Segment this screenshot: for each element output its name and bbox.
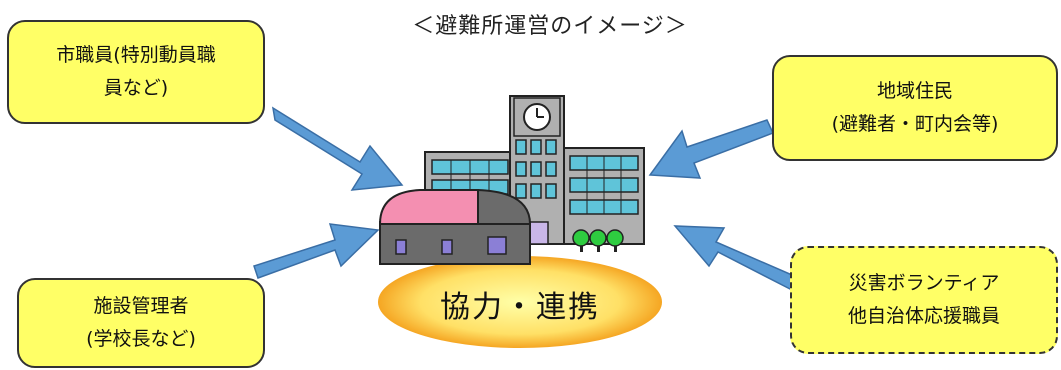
cooperation-ellipse (378, 256, 662, 348)
city-staff-box: 市職員(特別動員職 員など) (7, 20, 265, 124)
cooperation-label: 協力・連携 (440, 290, 600, 325)
arrow-from-facility-manager (253, 223, 380, 279)
facility-manager-line1: 施設管理者 (93, 294, 189, 317)
clock-icon (523, 103, 551, 131)
city-staff-line2: 員など) (103, 77, 169, 99)
facility-manager-box: 施設管理者 (学校長など) (17, 278, 265, 368)
residents-box: 地域住民 (避難者・町内会等) (772, 55, 1058, 161)
residents-line1: 地域住民 (876, 79, 953, 102)
residents-line2: (避難者・町内会等) (831, 113, 999, 135)
volunteers-line2: 他自治体応援職員 (847, 305, 1000, 327)
volunteers-line1: 災害ボランティア (848, 271, 1000, 294)
volunteers-box: 災害ボランティア 他自治体応援職員 (790, 246, 1058, 354)
arrow-from-residents (648, 119, 775, 179)
facility-manager-line2: (学校長など) (86, 328, 196, 350)
tree-icon (572, 229, 624, 252)
arrow-from-volunteers (673, 225, 801, 291)
arrow-from-city-staff (271, 106, 404, 191)
gymnasium-icon (378, 188, 532, 265)
city-staff-line1: 市職員(特別動員職 (56, 43, 216, 66)
diagram-title: ＜避難所運営のイメージ＞ (412, 14, 688, 39)
